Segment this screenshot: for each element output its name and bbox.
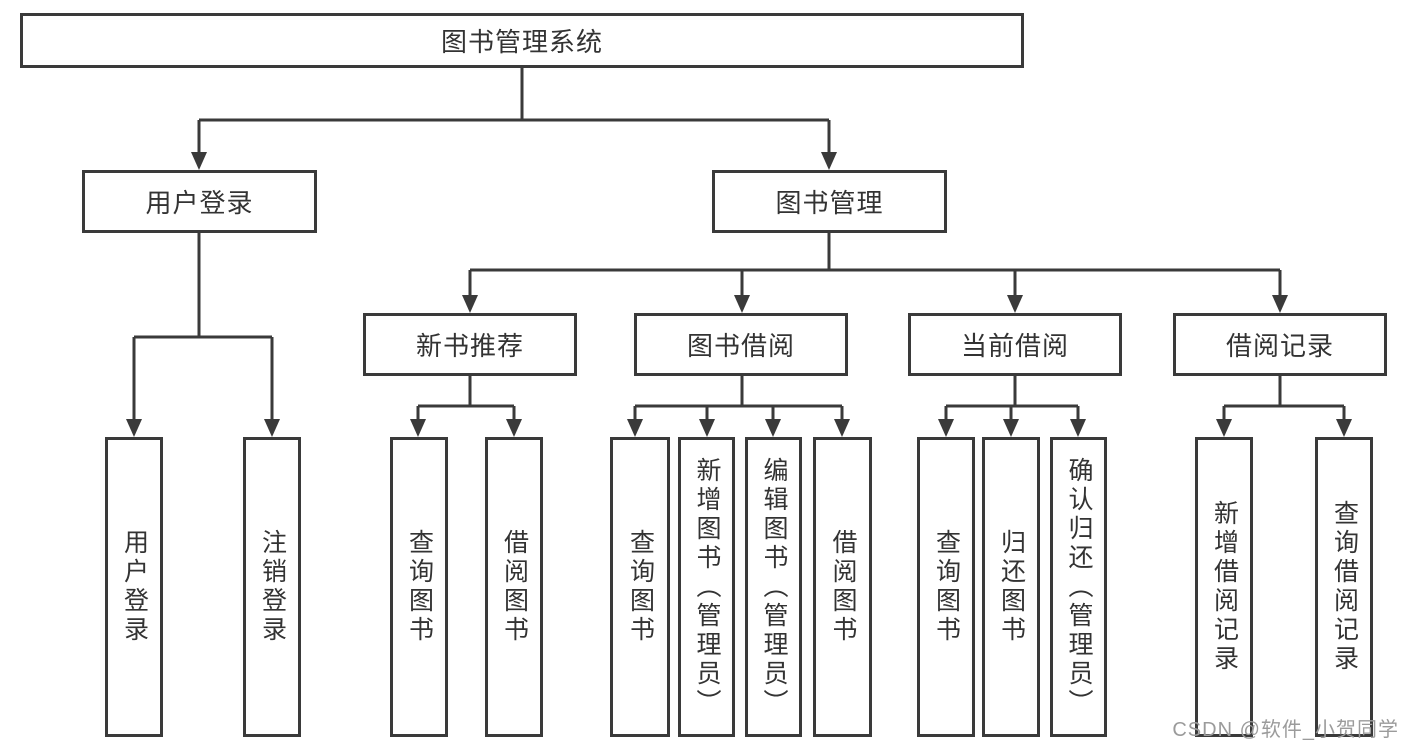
node-query-books-3: 查询图书 (917, 437, 975, 737)
node-confirm-return-admin: 确认归还（管理员） (1050, 437, 1107, 737)
node-current-borrow: 当前借阅 (908, 313, 1122, 376)
node-query-books-1: 查询图书 (390, 437, 448, 737)
node-book-management-module: 图书管理 (712, 170, 947, 233)
node-user-login-action: 用户登录 (105, 437, 163, 737)
node-edit-books-admin: 编辑图书（管理员） (745, 437, 802, 737)
node-return-books: 归还图书 (982, 437, 1040, 737)
node-book-borrow: 图书借阅 (634, 313, 848, 376)
node-add-borrow-record: 新增借阅记录 (1195, 437, 1253, 737)
csdn-watermark: CSDN @软件_小贺同学 (1172, 719, 1399, 741)
node-borrow-books-2: 借阅图书 (813, 437, 872, 737)
node-borrow-books-1: 借阅图书 (485, 437, 543, 737)
node-borrow-records: 借阅记录 (1173, 313, 1387, 376)
node-logout-action: 注销登录 (243, 437, 301, 737)
node-user-login-module: 用户登录 (82, 170, 317, 233)
node-new-book-recommend: 新书推荐 (363, 313, 577, 376)
node-query-borrow-record: 查询借阅记录 (1315, 437, 1373, 737)
node-add-books-admin: 新增图书（管理员） (678, 437, 735, 737)
node-query-books-2: 查询图书 (610, 437, 670, 737)
node-root-system: 图书管理系统 (20, 13, 1024, 68)
